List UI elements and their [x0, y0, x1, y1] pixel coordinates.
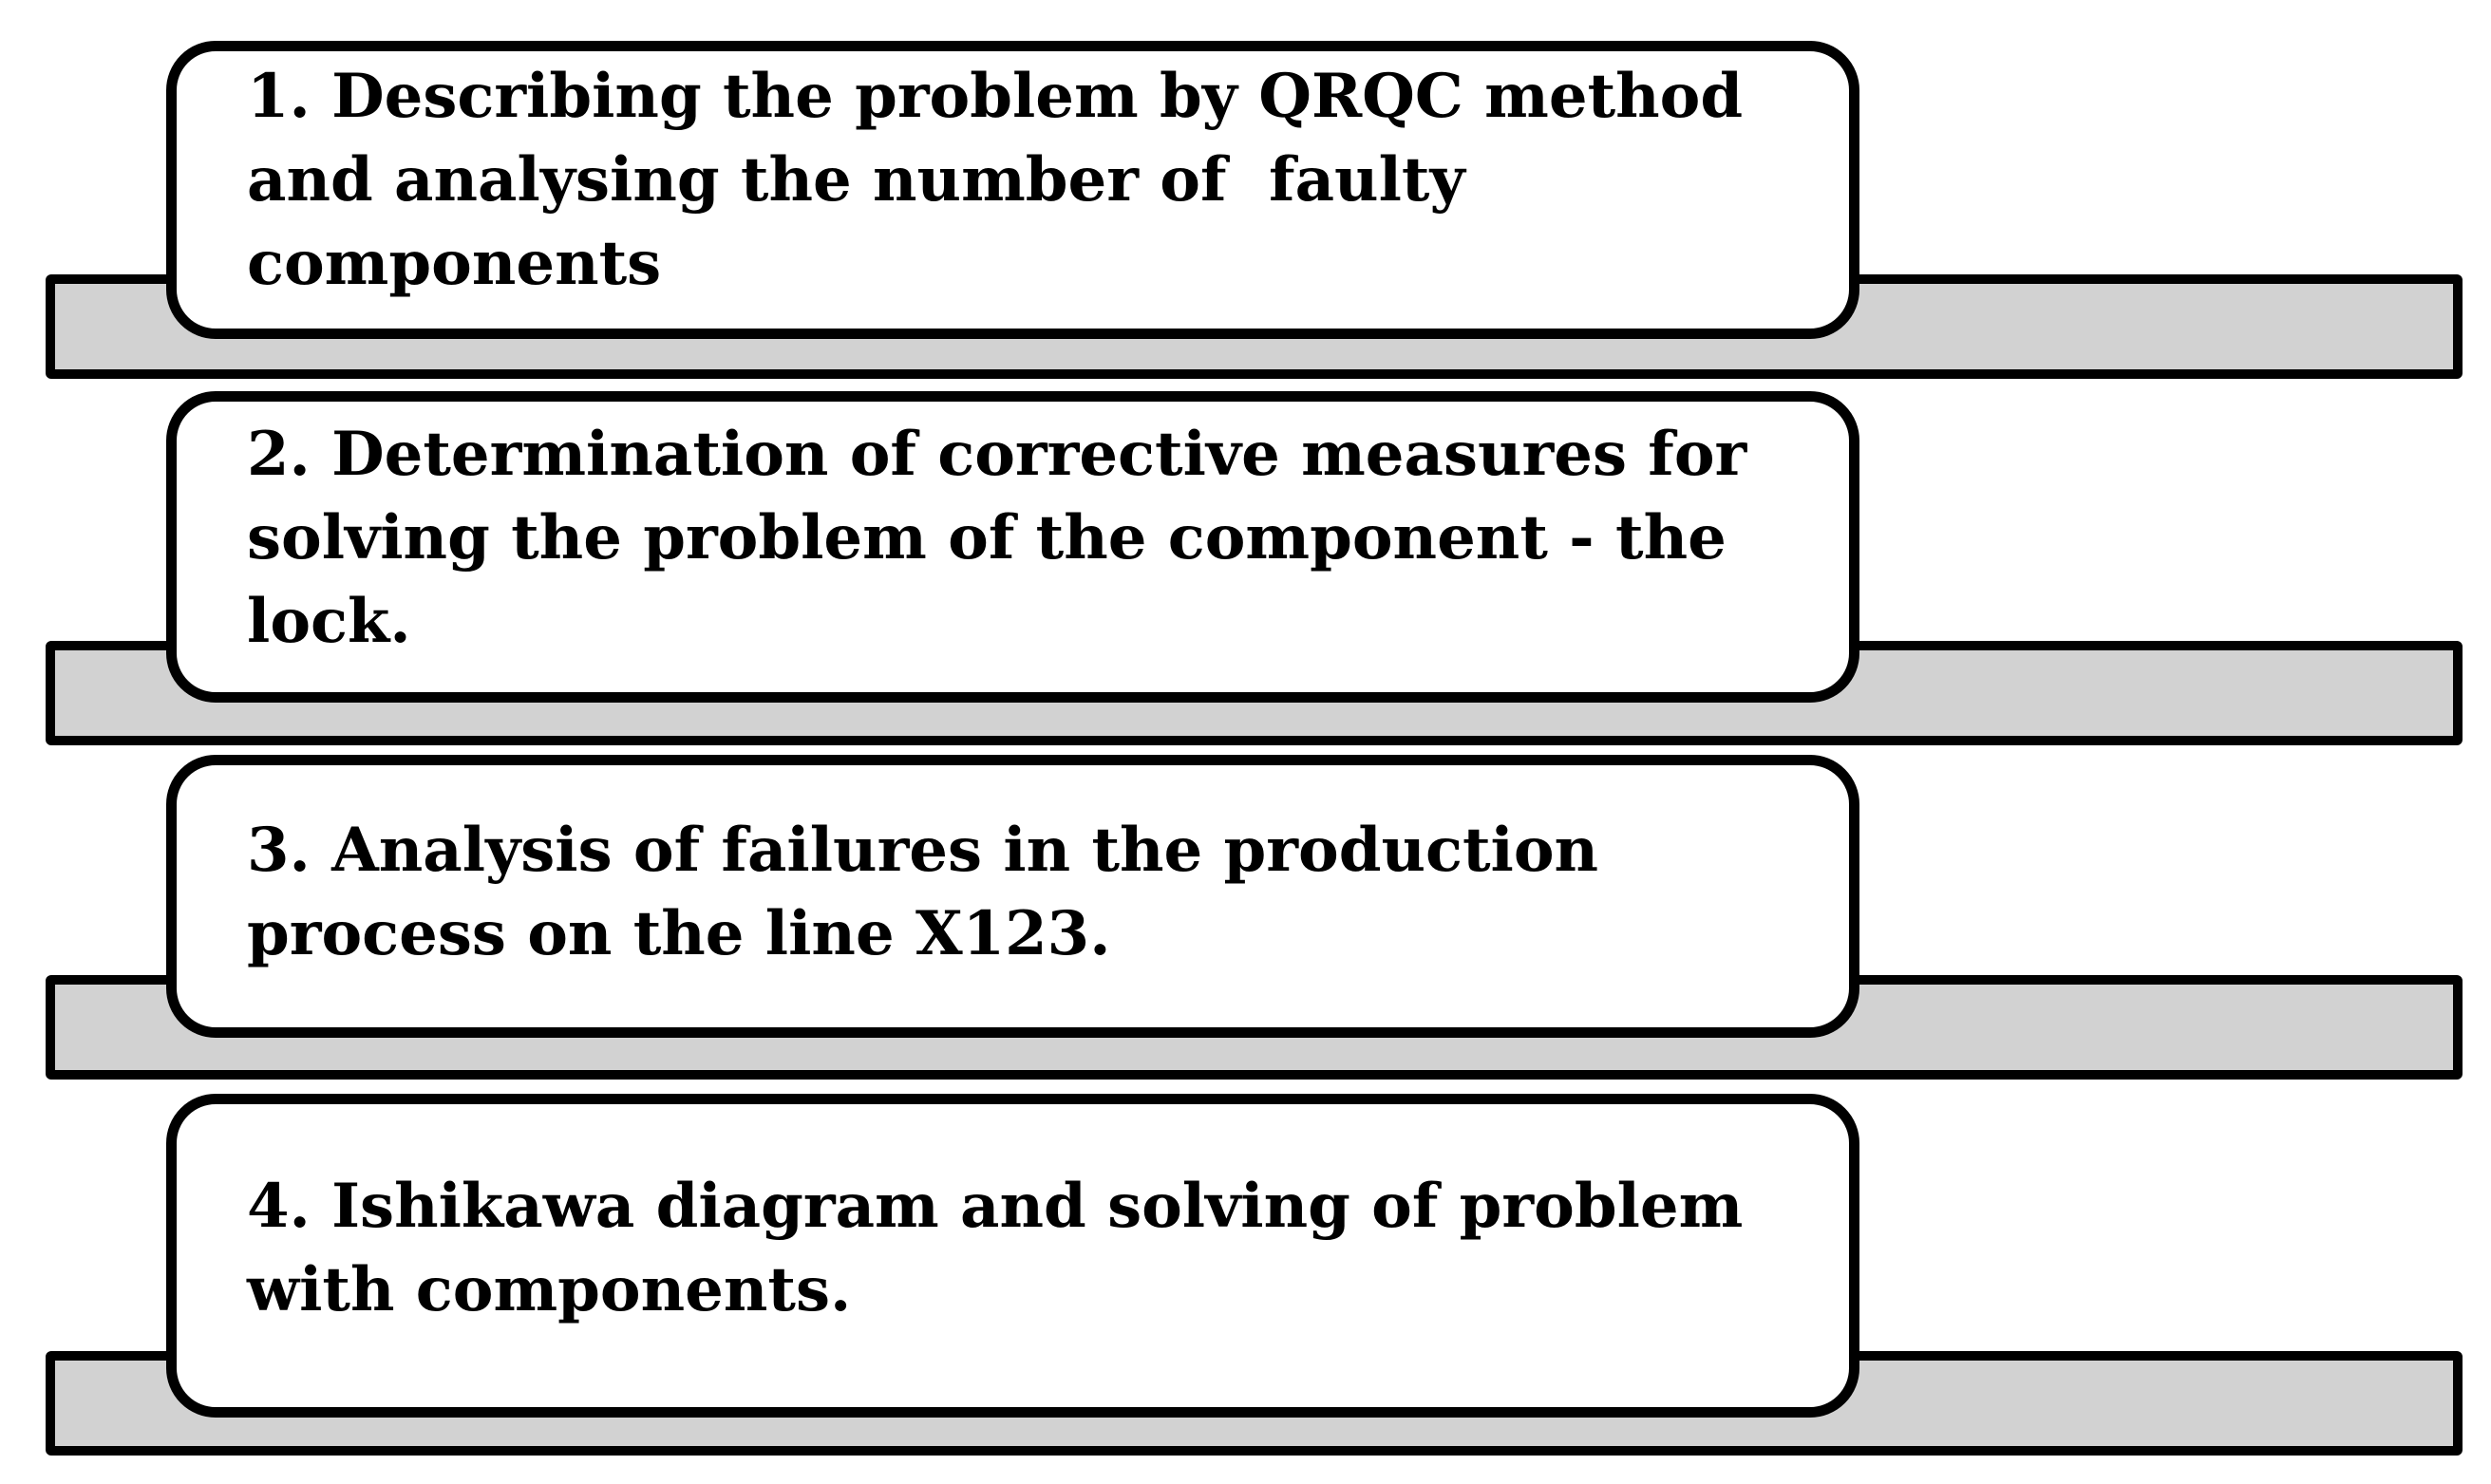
step-1-box: 1. Describing the problem by QRQC method…	[166, 41, 1859, 339]
step-4-box: 4. Ishikawa diagram and solving of probl…	[166, 1094, 1859, 1418]
step-3-text-line: 3. Analysis of failures in the productio…	[247, 815, 1599, 886]
step-4-text-line: with components.	[247, 1254, 852, 1325]
step-1-text-line: components	[247, 228, 662, 299]
step-1-text-line: and analysing the number of faulty	[247, 144, 1465, 216]
step-1-text-line: 1. Describing the problem by QRQC method	[247, 61, 1744, 132]
step-2-box: 2. Determination of corrective measures …	[166, 391, 1859, 703]
step-3-text-line: process on the line X123.	[247, 898, 1111, 969]
step-4-text-line: 4. Ishikawa diagram and solving of probl…	[247, 1171, 1744, 1242]
step-2-text-line: solving the problem of the component - t…	[247, 502, 1727, 573]
step-2-text-line: 2. Determination of corrective measures …	[247, 419, 1747, 490]
step-2-text-line: lock.	[247, 586, 411, 657]
step-3-box: 3. Analysis of failures in the productio…	[166, 755, 1859, 1038]
